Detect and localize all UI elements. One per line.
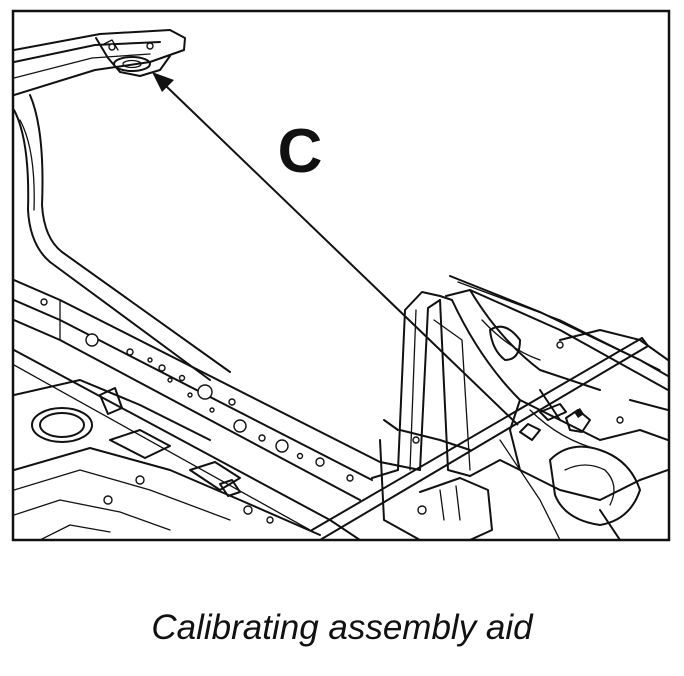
sill-holes: [40, 298, 354, 482]
rear-structure: [445, 275, 668, 539]
callout-arrow: [152, 72, 519, 426]
floor-pan: [14, 379, 321, 539]
figure-caption: Calibrating assembly aid: [151, 608, 533, 647]
assembly-aid-tool: [311, 337, 649, 539]
diagram-frame: [11, 9, 671, 542]
b-pillar: [371, 291, 493, 539]
a-pillar: [14, 94, 231, 381]
callout-label: C: [278, 117, 323, 186]
roof-rail: [14, 29, 186, 96]
